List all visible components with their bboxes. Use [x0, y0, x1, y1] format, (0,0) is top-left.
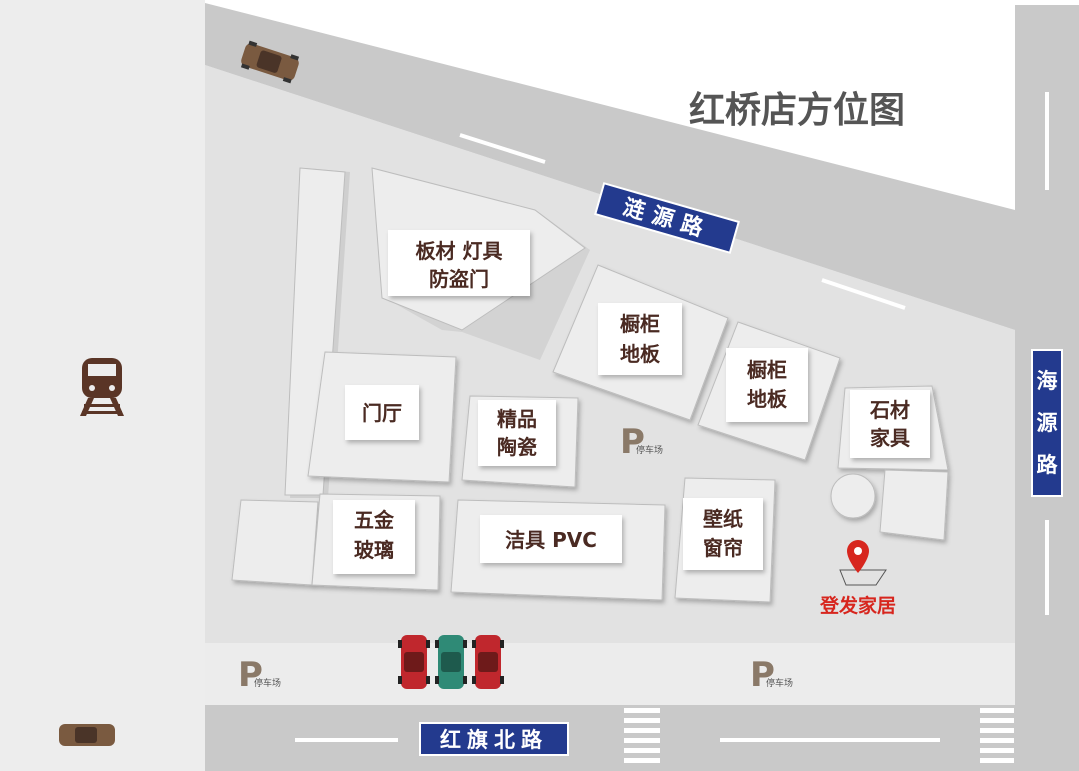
label-card-jieju: 洁具 PVC: [480, 515, 622, 563]
parking-label: 停车场: [636, 444, 663, 456]
parking-symbol: P: [238, 655, 263, 695]
block-label: 玻璃: [354, 538, 394, 562]
block-label: 家具: [870, 426, 910, 450]
road-name: 路: [1037, 453, 1059, 477]
block-label: 五金: [354, 508, 395, 532]
label-card-wujin: 五金 玻璃: [333, 500, 415, 574]
parking-marker-left: P 停车场: [238, 655, 281, 695]
car-icon: [398, 635, 430, 689]
store-name: 登发家居: [819, 594, 896, 617]
road-name: 源: [1037, 411, 1058, 435]
train-icon: [80, 358, 124, 416]
pin-base: [839, 569, 887, 586]
building-corner: [231, 499, 319, 586]
parking-label: 停车场: [254, 677, 281, 689]
block-label: 精品: [497, 407, 537, 431]
label-card-shicai: 石材 家具: [850, 390, 930, 458]
label-card-menting: 门厅: [345, 385, 419, 440]
car-icon: [59, 724, 115, 746]
label-card-chugui-2: 橱柜 地板: [726, 348, 808, 422]
crosswalk: [624, 708, 660, 763]
label-card-bancai: 板材 灯具 防盗门: [388, 230, 530, 296]
store-marker: 登发家居: [819, 540, 896, 617]
parking-label: 停车场: [766, 677, 793, 689]
parking-symbol: P: [750, 655, 775, 695]
block-label: 防盗门: [429, 267, 489, 291]
block-label: 石材: [869, 398, 910, 422]
parking-symbol: P: [620, 422, 645, 462]
label-card-taoci: 精品 陶瓷: [478, 400, 556, 466]
block-label: 陶瓷: [497, 435, 537, 459]
block-label: 壁纸: [703, 507, 743, 531]
lane-marking: [459, 133, 546, 164]
building-annex: [879, 469, 949, 541]
road-name: 海: [1037, 369, 1058, 393]
road-name: 红旗北路: [440, 728, 548, 752]
car-icon: [472, 635, 504, 689]
crosswalk: [980, 708, 1014, 763]
road-sign-hongqi-north: 红旗北路: [419, 722, 569, 756]
car-icon: [435, 635, 467, 689]
label-card-chugui-1: 橱柜 地板: [598, 303, 682, 375]
block-label: 地板: [620, 342, 661, 366]
block-label: 窗帘: [703, 536, 743, 560]
lianyuan-road: [205, 3, 1015, 330]
location-pin-icon: [847, 540, 869, 573]
map-title: 红桥店方位图: [689, 90, 905, 131]
block-label: 橱柜: [620, 312, 660, 336]
block-label: 板材 灯具: [416, 239, 503, 263]
building-round-tower: [830, 473, 876, 519]
label-card-bizhi: 壁纸 窗帘: [683, 498, 763, 570]
parking-marker-right: P 停车场: [750, 655, 793, 695]
block-label: 橱柜: [747, 358, 787, 382]
block-label: 地板: [747, 387, 788, 411]
lane-marking: [821, 278, 906, 310]
car-icon: [240, 40, 300, 84]
block-label: 洁具 PVC: [505, 528, 597, 552]
parking-marker-center: P 停车场: [620, 422, 663, 462]
road-sign-haiyuan: 海 源 路: [1031, 349, 1063, 497]
block-label: 门厅: [362, 401, 402, 425]
roadside-parking-strip: [205, 643, 1015, 705]
